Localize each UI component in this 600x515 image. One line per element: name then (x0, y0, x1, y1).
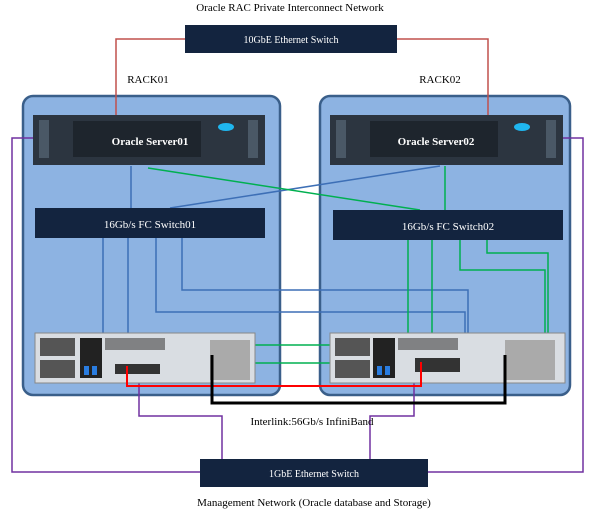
mgmt-link-storage01 (138, 372, 223, 460)
server02-label: Oracle Server02 (398, 136, 475, 148)
interlink-label: Interlink:56Gb/s InfiniBand (250, 416, 374, 428)
storage-unit-01 (34, 332, 256, 384)
switch-1gbe (200, 459, 428, 487)
switch-10gbe-label: 10GbE Ethernet Switch (244, 35, 339, 46)
oracle-server01: Oracle Server01 (33, 115, 265, 165)
rack01 (21, 94, 282, 397)
fc-green-4 (486, 240, 549, 340)
fc-blue-4 (181, 238, 469, 345)
fc-switch02 (333, 210, 563, 240)
server01-label: Oracle Server01 (112, 136, 189, 148)
rack01-label: RACK01 (127, 74, 169, 86)
private-link-1 (115, 38, 185, 140)
infiniband-link (210, 355, 507, 405)
switch-1gbe-label: 1GbE Ethernet Switch (269, 469, 359, 480)
mgmt-link-server01 (11, 137, 200, 473)
rack02-label: RACK02 (419, 74, 461, 86)
fc-green-3 (459, 240, 546, 358)
management-label: Management Network (Oracle database and … (197, 497, 431, 509)
fc-link-s1-sw2 (147, 167, 421, 211)
private-link-2 (397, 38, 489, 118)
switch-10gbe (185, 25, 397, 53)
oracle-server02: Oracle Server02 (330, 115, 563, 165)
mgmt-link-storage02 (369, 372, 415, 460)
fc-switch02-label: 16Gb/s FC Switch02 (402, 221, 494, 233)
rack02 (318, 94, 572, 397)
storage-unit-02 (329, 332, 566, 384)
diagram-title: Oracle RAC Private Interconnect Network (196, 2, 384, 14)
fc-link-s2-sw1 (169, 165, 441, 209)
fc-switch01 (35, 208, 265, 238)
storage-red-link (126, 362, 422, 387)
mgmt-link-server02 (428, 137, 584, 473)
fc-switch01-label: 16Gb/s FC Switch01 (104, 219, 196, 231)
